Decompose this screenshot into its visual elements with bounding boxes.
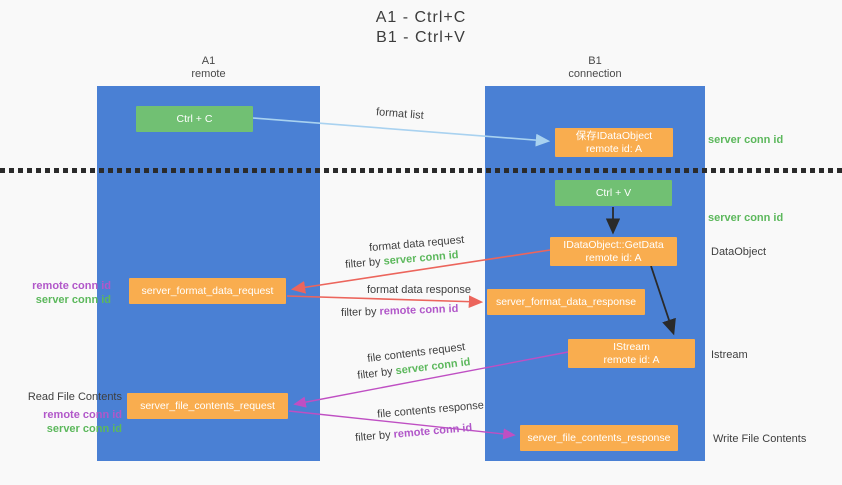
server-file-contents-response-box: server_file_contents_response [520, 425, 678, 451]
format-data-response-label: format data response [367, 284, 471, 296]
remote-conn-id-label-1: remote conn id [32, 280, 111, 292]
format-data-response-filter: filter by remote conn id [341, 303, 459, 319]
filter-id-2: remote conn id [379, 302, 459, 318]
format-data-request-filter: filter by server conn id [345, 249, 459, 271]
istream-line1: IStream [613, 341, 650, 353]
write-file-contents-label: Write File Contents [713, 433, 807, 445]
server-format-data-response-label: server_format_data_response [495, 295, 637, 308]
server-format-data-response-box: server_format_data_response [487, 289, 645, 315]
ctrl-v-box: Ctrl + V [555, 180, 672, 206]
right-column-name: B1 [588, 55, 602, 67]
remote-conn-id-label-2: remote conn id [43, 409, 122, 421]
server-file-contents-request-box: server_file_contents_request [127, 393, 288, 419]
left-column-role: remote [191, 68, 226, 80]
getdata-box: IDataObject::GetData remote id: A [550, 237, 677, 266]
server-file-contents-response-label: server_file_contents_response [527, 431, 671, 444]
server-conn-id-label-1: server conn id [35, 294, 111, 306]
page-title: A1 - Ctrl+C B1 - Ctrl+V [0, 8, 842, 48]
format-list-label: format list [375, 106, 425, 122]
right-column-header: B1 connection [485, 55, 705, 81]
right-column-role: connection [568, 68, 622, 80]
server-conn-id-top-label: server conn id [708, 134, 784, 146]
filter-by-text-1: filter by [344, 255, 385, 271]
getdata-line1: IDataObject::GetData [563, 239, 664, 251]
ctrl-v-label: Ctrl + V [595, 186, 632, 199]
getdata-line2: remote id: A [585, 251, 642, 264]
file-contents-response-filter: filter by remote conn id [355, 422, 473, 444]
left-column-name: A1 [201, 55, 216, 67]
istream-line2: remote id: A [603, 353, 660, 366]
server-file-contents-request-label: server_file_contents_request [140, 399, 275, 412]
save-dataobject-line1: 保存IDataObject [575, 130, 653, 142]
filter-by-text-3: filter by [356, 365, 397, 382]
save-dataobject-box: 保存IDataObject remote id: A [555, 128, 673, 157]
server-conn-id-mid-label: server conn id [708, 212, 784, 224]
filter-id-4: remote conn id [393, 421, 473, 441]
file-contents-response-label: file contents response [376, 399, 485, 421]
server-conn-id-label-2: server conn id [46, 423, 122, 435]
ctrl-c-box: Ctrl + C [136, 106, 253, 132]
left-column-header: A1 remote [97, 55, 320, 81]
title-line-1: A1 - Ctrl+C [375, 9, 467, 26]
title-line-2: B1 - Ctrl+V [376, 29, 466, 46]
left-conn-id-group-1: remote conn id server conn id [0, 279, 111, 307]
dataobject-label: DataObject [711, 246, 767, 258]
machine-separator-dotted-line [0, 168, 842, 173]
ctrl-c-label: Ctrl + C [176, 112, 213, 125]
server-format-data-request-box: server_format_data_request [129, 278, 286, 304]
save-dataobject-line2: remote id: A [585, 142, 643, 155]
filter-by-text-4: filter by [354, 428, 395, 445]
read-file-contents-label: Read File Contents [27, 391, 122, 403]
istream-side-label: Istream [711, 349, 748, 361]
left-conn-id-group-2: remote conn id server conn id [0, 408, 122, 436]
istream-box: IStream remote id: A [568, 339, 695, 368]
filter-by-text-2: filter by [340, 305, 380, 320]
server-format-data-request-label: server_format_data_request [141, 284, 274, 297]
